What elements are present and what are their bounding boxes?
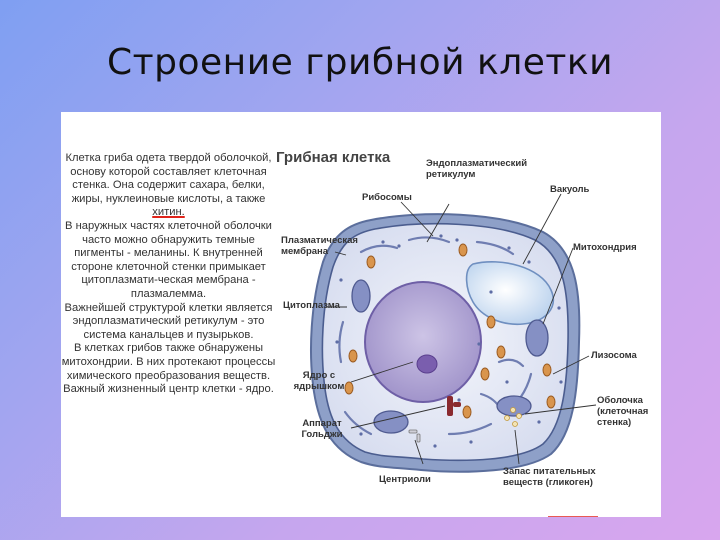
paragraph-wall: Клетка гриба одета твердой оболочкой, ос… bbox=[65, 152, 272, 219]
paragraph-pigments: В наружных частях клеточной оболочки час… bbox=[65, 219, 272, 300]
nucleus bbox=[364, 281, 482, 403]
figure-title: Грибная клетка bbox=[276, 149, 391, 166]
label-cell-wall: Оболочка (клеточная стенка) bbox=[597, 395, 649, 428]
label-mitochondria: Митохондрия bbox=[573, 242, 637, 253]
mitochondrion bbox=[496, 395, 532, 417]
label-er: Эндоплазматический ретикулум bbox=[426, 158, 528, 180]
vacuole bbox=[465, 261, 554, 326]
paragraph-mitochondria: В клетках грибов также обнаружены митохо… bbox=[61, 342, 276, 382]
mitochondrion bbox=[525, 319, 549, 357]
figure-panel: Клетка гриба одета твердой оболочкой, ос… bbox=[61, 112, 661, 517]
mitochondrion bbox=[373, 410, 409, 434]
glycogen-reserve bbox=[504, 407, 522, 427]
label-vacuole: Вакуоль bbox=[550, 184, 590, 195]
lysosomes bbox=[344, 243, 556, 419]
ribosomes bbox=[335, 234, 563, 448]
paragraph-nucleus: Важный жизненный центр клетки - ядро. bbox=[63, 383, 274, 396]
description-text: Клетка гриба одета твердой оболочкой, ос… bbox=[61, 152, 276, 397]
label-plasma-membrane: Плазматическая мембрана bbox=[281, 235, 358, 257]
label-nucleus: Ядро с ядрышком bbox=[293, 370, 345, 392]
fungal-cell-diagram bbox=[310, 193, 598, 517]
label-lysosome: Лизосома bbox=[591, 350, 637, 361]
paragraph-er: Важнейшей структурой клетки является энд… bbox=[64, 301, 273, 341]
leader-lines bbox=[326, 193, 597, 465]
label-centrioles: Центриоли bbox=[379, 474, 431, 485]
nucleolus bbox=[416, 354, 438, 374]
mitochondrion bbox=[351, 279, 371, 313]
label-ribosomes: Рибосомы bbox=[362, 192, 412, 203]
label-golgi: Аппарат Гольджи bbox=[301, 418, 343, 440]
chitin-word: хитин. bbox=[152, 206, 185, 219]
golgi-apparatus bbox=[447, 396, 461, 416]
label-cytoplasm: Цитоплазма bbox=[283, 300, 340, 311]
label-reserve: Запас питательных веществ (гликоген) bbox=[503, 466, 596, 488]
centrioles bbox=[408, 429, 421, 443]
slide-title: Строение грибной клетки bbox=[107, 42, 613, 83]
